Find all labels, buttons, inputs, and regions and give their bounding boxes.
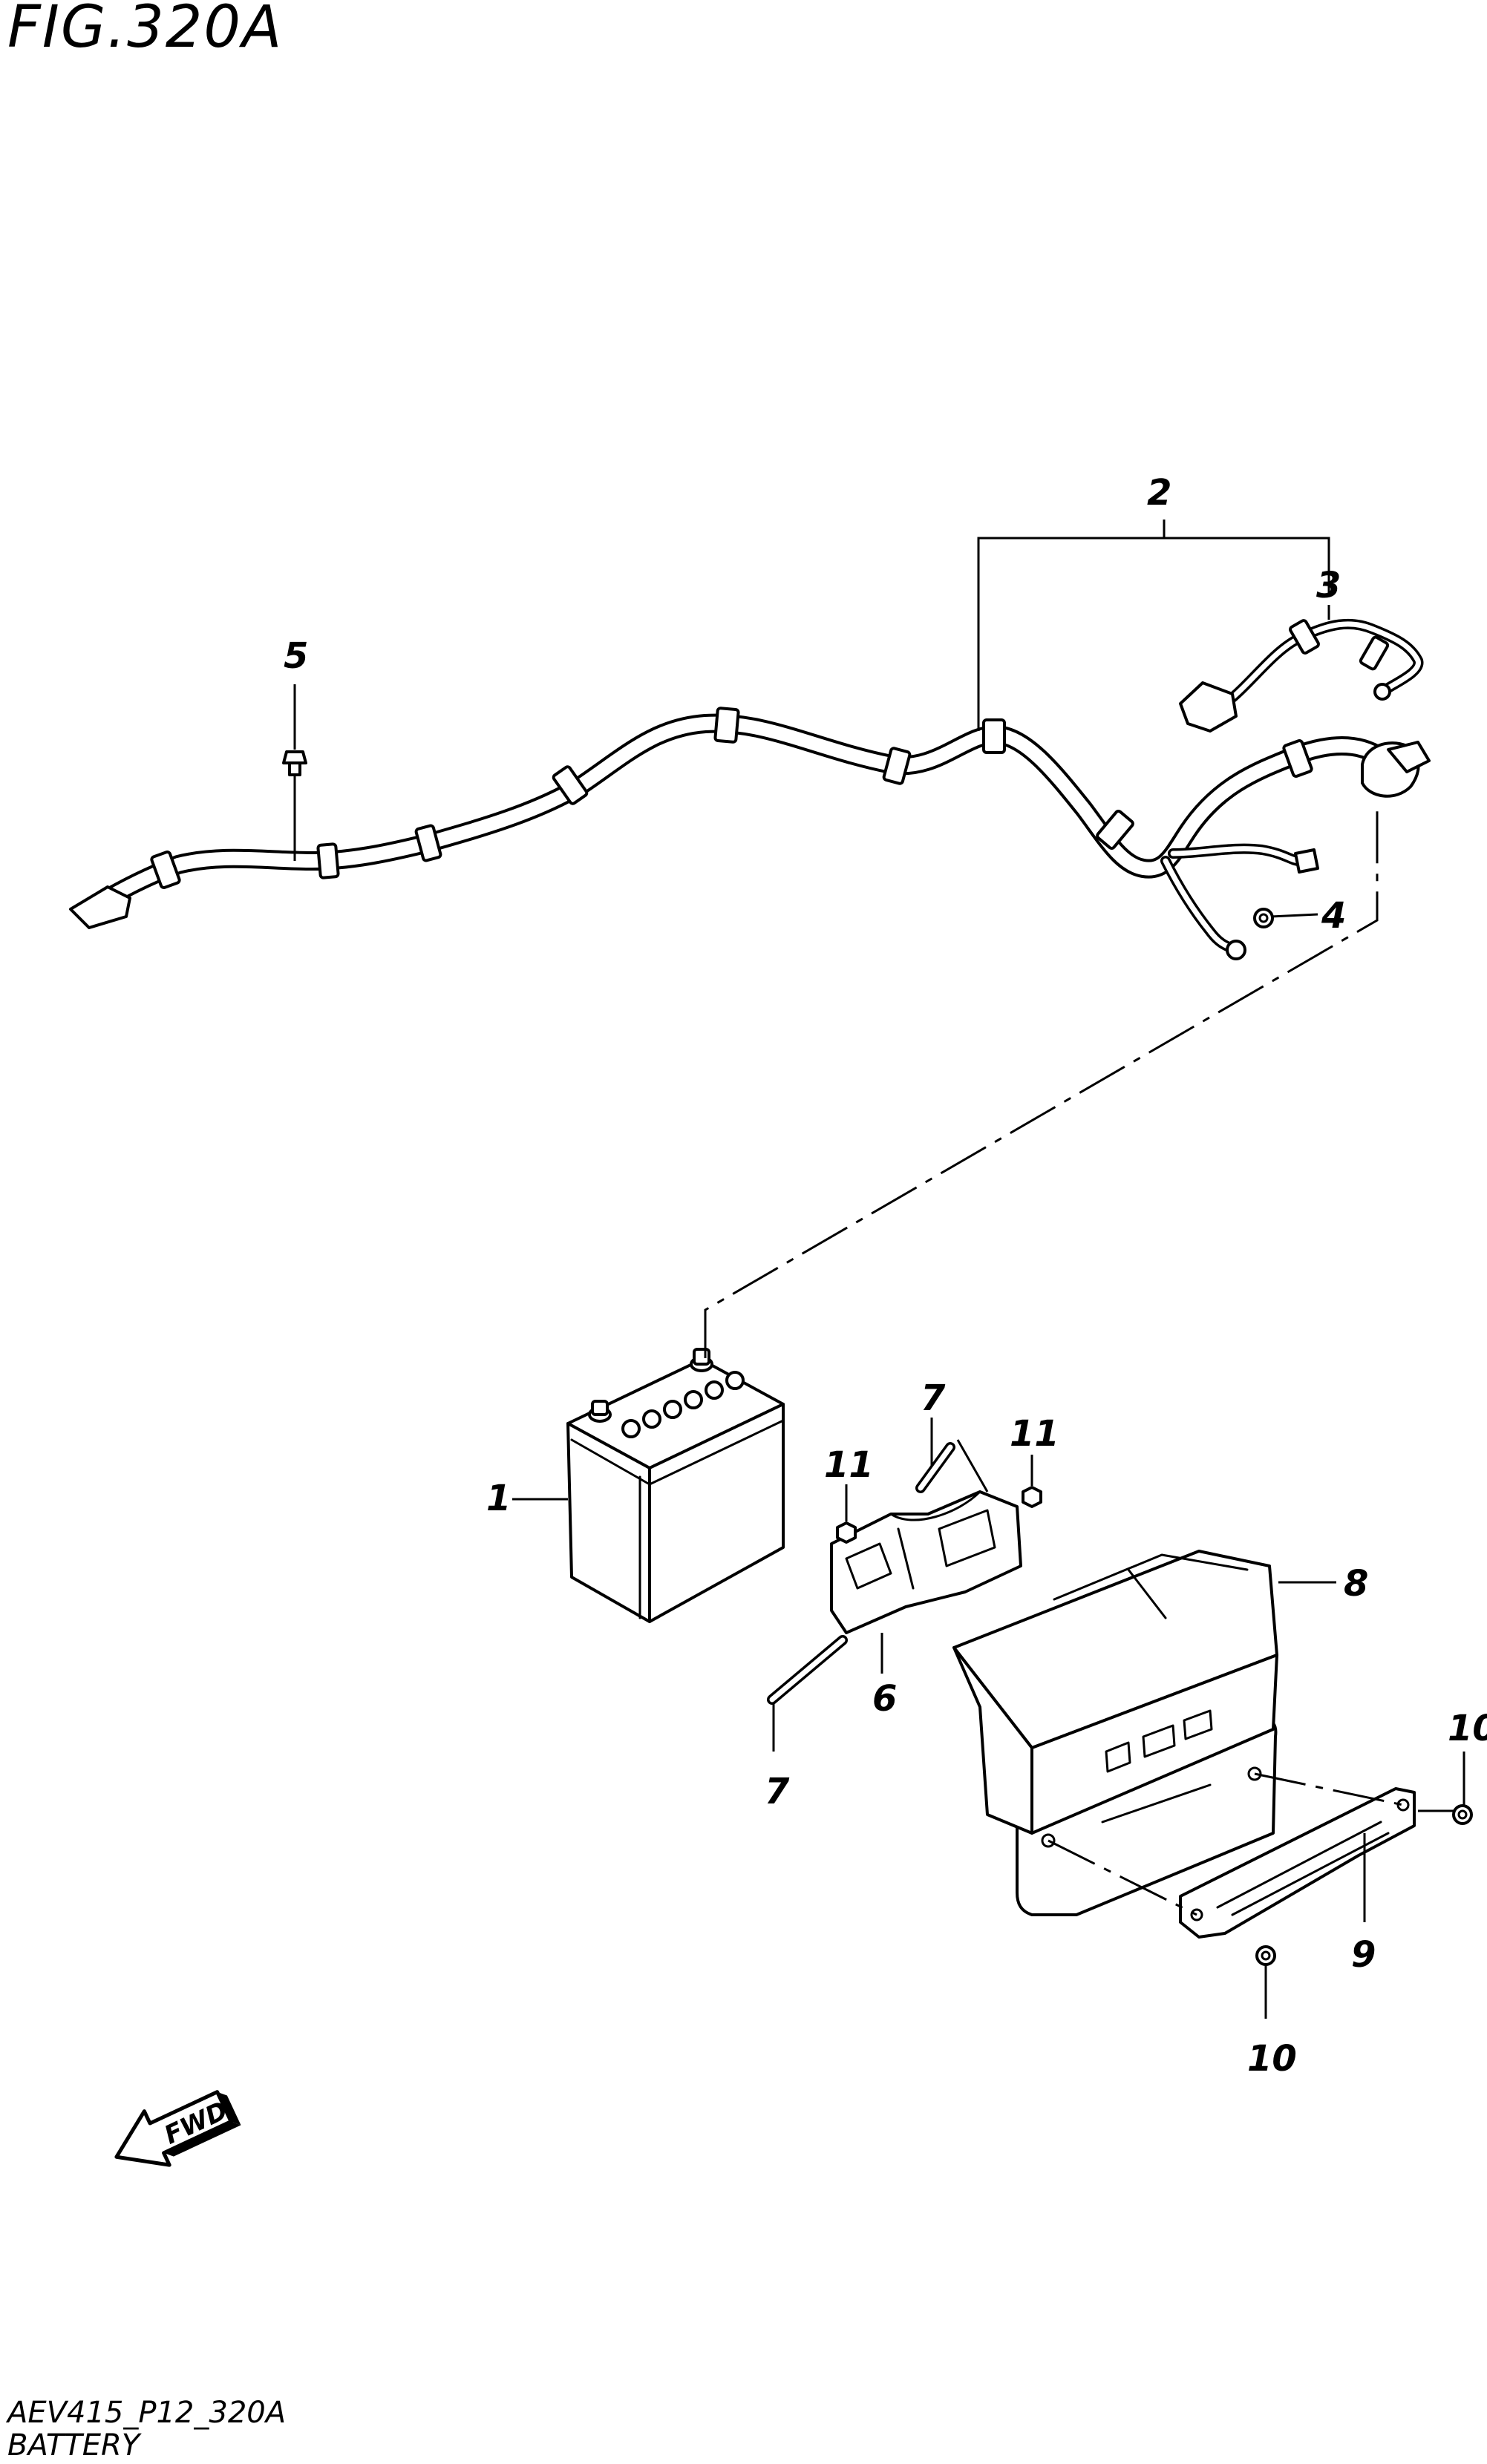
battery[interactable] bbox=[566, 1348, 785, 1623]
bolt-part-4[interactable] bbox=[1253, 908, 1274, 928]
callout-11-right: 11 bbox=[1010, 1413, 1059, 1455]
hold-down-bracket[interactable] bbox=[1179, 1787, 1416, 1939]
fwd-arrow-icon: FWD bbox=[114, 2090, 241, 2167]
figure-caption: BATTERY bbox=[7, 2428, 140, 2463]
bolt-part-5[interactable] bbox=[282, 750, 307, 776]
callout-7-upper: 7 bbox=[921, 1377, 946, 1419]
nut-part-11-left[interactable] bbox=[836, 1521, 857, 1544]
battery-holder-plate[interactable] bbox=[830, 1490, 1022, 1634]
battery-tray[interactable] bbox=[952, 1550, 1278, 1916]
battery-rod-lower[interactable] bbox=[767, 1635, 848, 1705]
callout-9: 9 bbox=[1351, 1934, 1376, 1976]
bolt-part-10-lower[interactable] bbox=[1255, 1945, 1276, 1966]
leader-lines bbox=[293, 520, 1465, 2019]
battery-rod-upper[interactable] bbox=[915, 1442, 955, 1493]
drawing-code: AEV415_P12_320A bbox=[7, 2396, 287, 2430]
main-wiring-harness[interactable] bbox=[69, 707, 1431, 960]
callout-4: 4 bbox=[1321, 895, 1346, 937]
callout-8: 8 bbox=[1344, 1563, 1368, 1605]
nut-part-11-right[interactable] bbox=[1022, 1486, 1042, 1508]
callout-labels: 2 3 4 5 1 7 11 11 8 6 7 10 9 10 bbox=[284, 472, 1487, 2080]
figure-title: FIG.320A bbox=[7, 0, 284, 61]
callout-6: 6 bbox=[872, 1678, 897, 1720]
bolt-part-10-right[interactable] bbox=[1452, 1804, 1473, 1825]
callout-1: 1 bbox=[486, 1478, 511, 1519]
battery-terminals bbox=[588, 1348, 745, 1438]
callout-11-left: 11 bbox=[824, 1444, 874, 1486]
battery-cable[interactable] bbox=[1179, 618, 1424, 733]
callout-10-right: 10 bbox=[1448, 1708, 1487, 1749]
callout-10-lower: 10 bbox=[1247, 2038, 1297, 2080]
callout-5: 5 bbox=[284, 635, 308, 677]
callout-2: 2 bbox=[1147, 472, 1171, 514]
callout-7-lower: 7 bbox=[765, 1771, 790, 1812]
callout-3: 3 bbox=[1316, 565, 1341, 606]
